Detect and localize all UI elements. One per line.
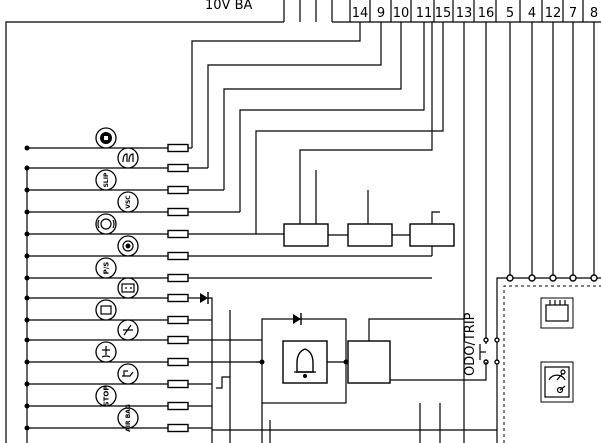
resistor [167, 143, 189, 153]
bottom-wires [212, 403, 497, 443]
glow-plug-icon [117, 147, 139, 169]
buzzer-section [256, 313, 464, 443]
airbag-icon: AIR BAG [117, 404, 139, 432]
stop-icon: STOP [95, 385, 117, 407]
seatbelt-icon [117, 319, 139, 341]
connector-pin-9: 9 [377, 6, 385, 21]
resistor [167, 163, 189, 173]
lcd-chip-icon [540, 297, 574, 329]
resistor [167, 315, 189, 325]
pin-wires [191, 22, 595, 443]
indicator-rows: SLIP VSC P/S STOP AIR BAG [24, 127, 433, 433]
resistor [167, 273, 189, 283]
frame-left [5, 21, 284, 443]
svg-text:SLIP: SLIP [103, 172, 110, 187]
slip-icon: SLIP [95, 169, 117, 191]
connector-pin-8: 8 [590, 6, 598, 21]
resistor [167, 401, 189, 411]
resistor [167, 229, 189, 239]
gauge-icon [540, 361, 574, 403]
connector-pin-14: 14 [352, 6, 369, 21]
connector-pin-12: 12 [545, 6, 562, 21]
svg-text:AIR BAG: AIR BAG [125, 404, 132, 432]
fuel-icon [95, 299, 117, 321]
header-label: 10V BA [205, 0, 252, 13]
connector-pin-16: 16 [478, 6, 495, 21]
connector-pin-10: 10 [393, 6, 410, 21]
abs-icon [117, 235, 139, 257]
svg-text:VSC: VSC [125, 195, 132, 209]
svg-text:STOP: STOP [102, 386, 110, 407]
oil-pressure-icon [117, 363, 139, 385]
left-diode [200, 292, 231, 443]
resistor [167, 335, 189, 345]
power-steering-icon: P/S [95, 257, 117, 279]
svg-text:P/S: P/S [102, 262, 110, 275]
brake-icon [95, 213, 117, 235]
switch-label: ODO/TRIP [463, 312, 478, 376]
connector-pin-4: 4 [528, 6, 536, 21]
vsc-icon: VSC [117, 191, 139, 213]
engine-icon [95, 127, 117, 149]
resistor [167, 423, 189, 433]
resistor [167, 357, 189, 367]
bell-icon [296, 348, 314, 373]
resistor [167, 293, 189, 303]
temperature-icon [95, 341, 117, 363]
connector-pin-11: 11 [416, 6, 433, 21]
connector-pin-7: 7 [569, 6, 577, 21]
connector-pin-13: 13 [456, 6, 473, 21]
meter-section [496, 274, 601, 443]
resistor [167, 207, 189, 217]
control-blocks [283, 22, 455, 247]
battery-icon [117, 277, 139, 299]
resistor [167, 251, 189, 261]
resistor [167, 379, 189, 389]
connector-pin-15: 15 [435, 6, 452, 21]
connector-pin-5: 5 [506, 6, 514, 21]
resistor [167, 185, 189, 195]
